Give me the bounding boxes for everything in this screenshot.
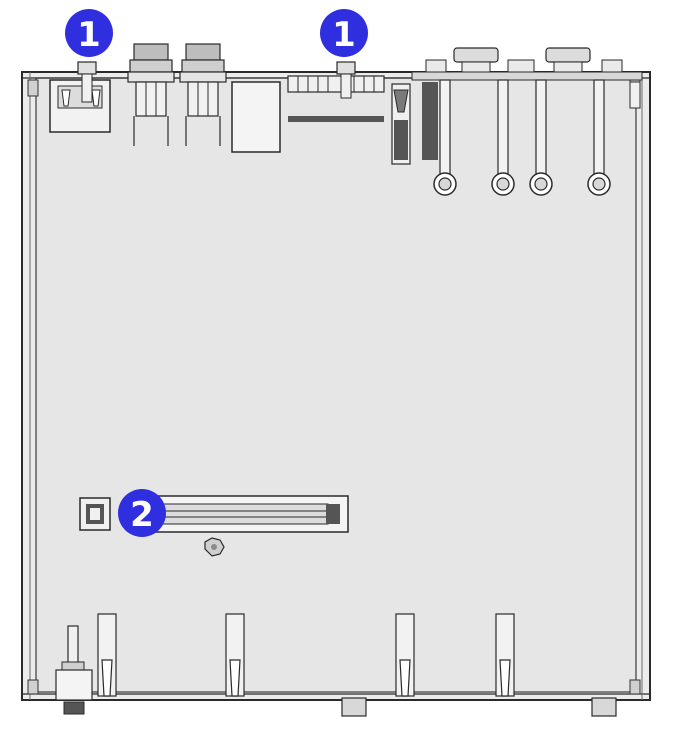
toggle-switch — [55, 625, 93, 715]
pin-header-strip — [287, 61, 385, 122]
callout-2-connector-label: 2 — [130, 495, 154, 535]
callout-1-left: 1 — [65, 9, 113, 57]
latch-4 — [495, 613, 515, 697]
bottom-foot-2 — [591, 697, 617, 717]
round-jack-right — [179, 43, 227, 146]
corner-standoff-br — [629, 679, 641, 695]
square-component — [231, 81, 281, 153]
bottom-latch-row — [97, 613, 515, 697]
callout-1-middle: 1 — [320, 9, 368, 57]
latch-3 — [395, 613, 415, 697]
knob-top-1 — [453, 47, 499, 63]
corner-standoff-tl — [27, 79, 39, 97]
shaft-3 — [535, 79, 547, 175]
callout-2-connector: 2 — [118, 489, 166, 537]
round-jack-left — [127, 43, 175, 146]
shaft-2 — [497, 79, 509, 175]
vertical-regulator — [391, 83, 411, 165]
control-panel-right — [411, 47, 643, 196]
callout-1-left-label: 1 — [77, 15, 101, 55]
header-screw — [336, 61, 356, 75]
corner-standoff-bl — [27, 679, 39, 695]
latch-2 — [225, 613, 245, 697]
left-bracket-screw — [77, 61, 97, 75]
shaft-4 — [593, 79, 605, 175]
knob-top-2 — [545, 47, 591, 63]
callout-1-middle-label: 1 — [332, 15, 356, 55]
enclosure — [21, 71, 651, 701]
left-mount-bracket — [49, 61, 111, 133]
latch-1 — [97, 613, 117, 697]
shaft-1 — [439, 79, 451, 175]
bottom-foot-1 — [341, 697, 367, 717]
